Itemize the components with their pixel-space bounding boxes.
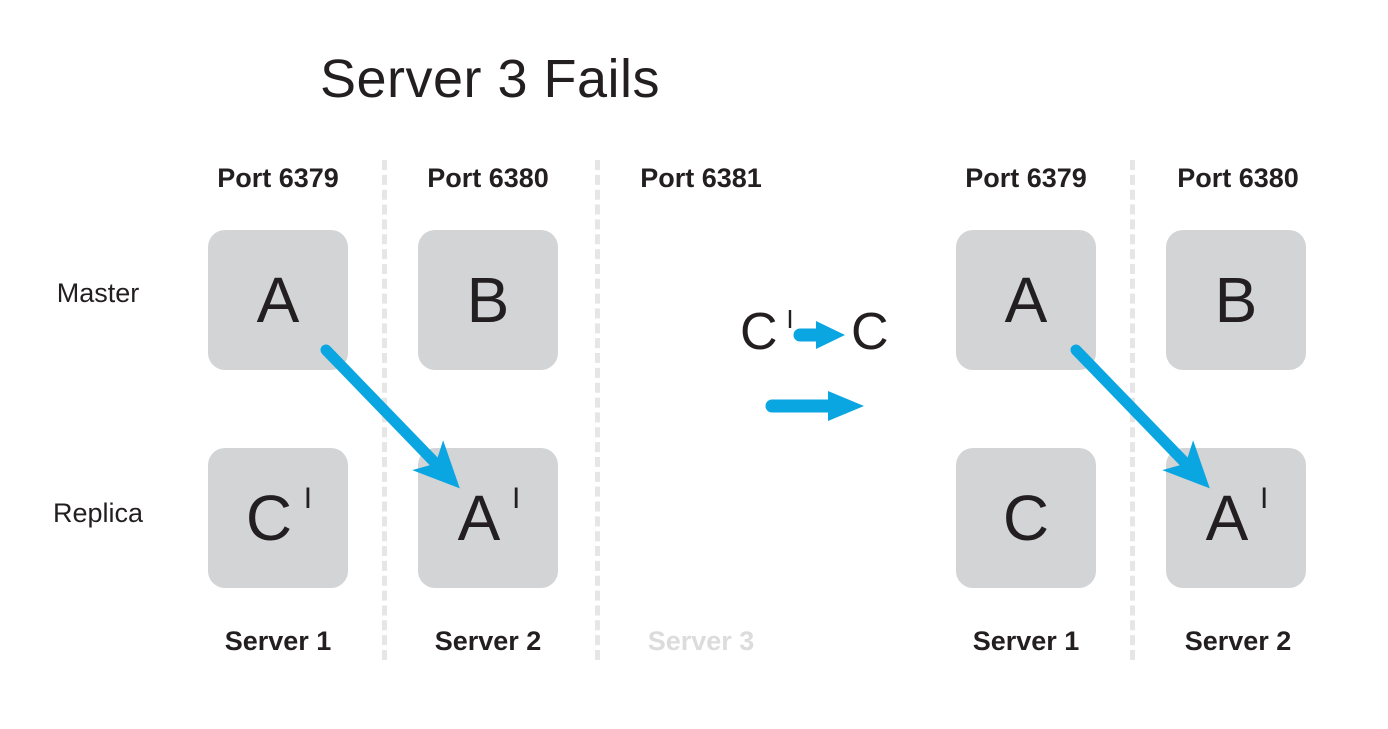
node-label: B <box>1214 264 1258 336</box>
page-title: Server 3 Fails <box>319 49 661 109</box>
node-box-right-replica-1[interactable]: C <box>956 448 1096 588</box>
prime-mark: I <box>1260 482 1269 515</box>
port-label-left-2: Port 6380 <box>427 163 549 193</box>
node-label: B <box>466 264 510 336</box>
row-label-replica: Replica <box>52 498 144 528</box>
server-label-left-1: Server 1 <box>224 626 332 656</box>
prime-mark: I <box>512 482 521 515</box>
node-label: A <box>1004 264 1048 336</box>
server-label-left-3: Server 3 <box>647 626 755 656</box>
node-label: C <box>1002 482 1050 554</box>
node-box-right-master-2[interactable]: B <box>1166 230 1306 370</box>
node-label: A <box>256 264 300 336</box>
server-label-left-2: Server 2 <box>434 626 542 656</box>
row-label-master: Master <box>56 278 140 308</box>
column-divider-right-1 <box>1130 160 1135 660</box>
port-label-right-2: Port 6380 <box>1177 163 1299 193</box>
transition-to-label: C <box>851 303 889 361</box>
prime-mark: I <box>303 482 313 515</box>
state-transition-arrow <box>765 391 864 421</box>
transition-arrow-small <box>793 321 845 349</box>
port-label-left-1: Port 6379 <box>217 163 339 193</box>
server-label-right-2: Server 2 <box>1184 626 1292 656</box>
node-box-right-master-1[interactable]: A <box>956 230 1096 370</box>
column-divider-left-2 <box>595 160 600 660</box>
server-label-right-1: Server 1 <box>972 626 1080 656</box>
column-divider-left-1 <box>382 160 387 660</box>
node-box-left-master-1[interactable]: A <box>208 230 348 370</box>
node-box-left-master-2[interactable]: B <box>418 230 558 370</box>
port-label-left-3: Port 6381 <box>640 163 762 193</box>
port-label-right-1: Port 6379 <box>965 163 1087 193</box>
prime-mark: I <box>786 304 794 334</box>
